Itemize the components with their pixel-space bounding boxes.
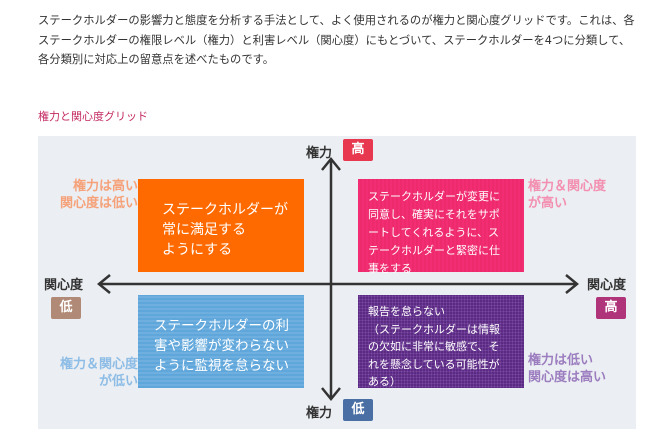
quadrant-text-line: れを懸念している可能性が (368, 357, 500, 371)
corner-label-line: 権力は低い (528, 353, 594, 368)
grid-axes (97, 157, 579, 401)
corner-label-line: 権力＆関心度 (59, 357, 138, 372)
low-interest-badge: 低 (51, 297, 81, 319)
quadrant-text-line: ステークホルダーの利 (154, 318, 289, 334)
intro-paragraph: ステークホルダーの影響力と態度を分析する手法として、よく使用されるのが権力と関心… (38, 14, 635, 66)
axis-arrow-right (565, 274, 579, 294)
corner-label-line: 権力は高い (72, 179, 138, 194)
quadrant-text-line: ートしてくれるように、ス (368, 226, 500, 239)
corner-label-line: 関心度は低い (59, 196, 138, 211)
quadrant-text-line: 報告を怠らない (368, 305, 445, 318)
corner-label-low-power-high-interest: 権力は低い 関心度は高い (528, 352, 606, 386)
quadrant-text-line: （ステークホルダーは情報 (368, 322, 500, 336)
quadrant-keep-informed: 報告を怠らない （ステークホルダーは情報 の欠如に非常に敏感で、そ れを懸念して… (358, 295, 524, 388)
quadrant-text-line: 事をする (368, 262, 412, 275)
axis-arrow-left (97, 274, 111, 294)
power-axis-label-top: 権力 (306, 146, 333, 161)
quadrant-text-line: ある） (368, 375, 401, 388)
corner-label-line: が高い (528, 196, 568, 211)
quadrant-text-line: ステークホルダーが変更に (368, 190, 500, 203)
axis-arrow-down (321, 387, 341, 401)
power-axis-label-bottom: 権力 (306, 406, 333, 421)
corner-label-high-power-high-interest: 権力＆関心度 が高い (528, 178, 606, 212)
quadrant-text-line: テークホルダーと緊密に仕 (368, 244, 500, 257)
quadrant-text-line: 常に満足する (162, 222, 246, 238)
quadrant-keep-satisfied: ステークホルダーが 常に満足する ようにする (138, 179, 304, 272)
low-power-badge: 低 (343, 399, 373, 421)
corner-label-low-power-low-interest: 権力＆関心度 が低い (60, 356, 138, 390)
interest-axis-label-left: 関心度 (44, 278, 84, 293)
quadrant-text-line: ように監視を怠らない (154, 358, 289, 374)
power-interest-grid: ステークホルダーが 常に満足する ようにする ステークホルダーが変更に 同意し、… (38, 136, 636, 429)
corner-label-line: が低い (98, 374, 138, 389)
quadrant-text-line: の欠如に非常に敏感で、そ (368, 340, 500, 353)
corner-label-line: 権力＆関心度 (528, 179, 607, 194)
quadrant-text-line: ようにする (162, 242, 233, 258)
high-power-badge: 高 (343, 139, 373, 161)
figure-caption: 権力と関心度グリッド (38, 110, 148, 123)
quadrant-monitor: ステークホルダーの利 害や影響が変わらない ように監視を怠らない (138, 295, 304, 388)
high-interest-badge: 高 (596, 297, 626, 319)
corner-label-line: 関心度は高い (528, 370, 607, 385)
interest-axis-label-right: 関心度 (587, 278, 627, 293)
quadrant-text-line: 害や影響が変わらない (154, 338, 289, 354)
quadrant-text-line: 同意し、確実にそれをサポ (368, 208, 500, 221)
quadrant-manage-closely: ステークホルダーが変更に 同意し、確実にそれをサポ ートしてくれるように、ス テ… (358, 179, 524, 275)
axis-arrow-up (321, 157, 341, 171)
quadrant-text-line: ステークホルダーが (162, 202, 288, 218)
corner-label-high-power-low-interest: 権力は高い 関心度は低い (60, 178, 138, 212)
